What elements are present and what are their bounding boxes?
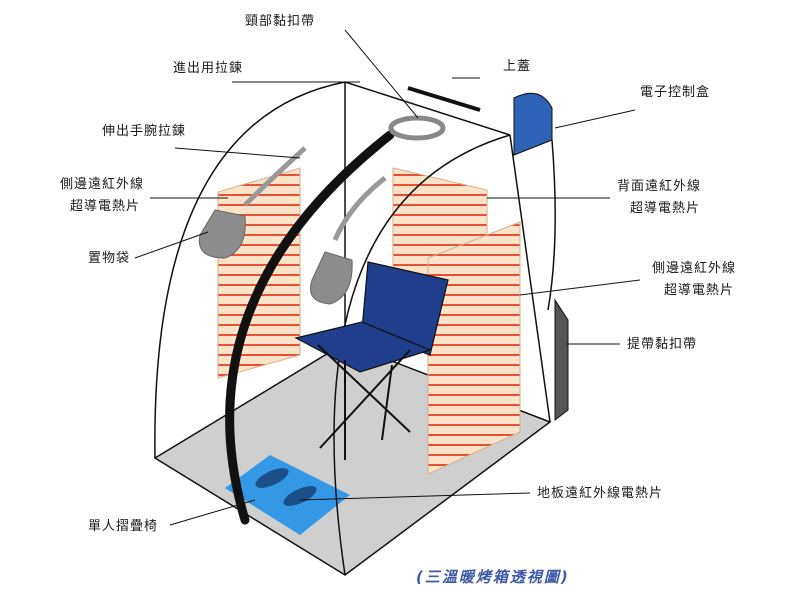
floor-heater-mat bbox=[225, 455, 350, 535]
label-handle-strap: 提帶黏扣帶 bbox=[627, 336, 697, 352]
label-entry-zipper: 進出用拉鍊 bbox=[173, 61, 243, 76]
label-arm-zipper: 伸出手腕拉鍊 bbox=[102, 123, 186, 139]
label-folding-chair: 單人摺疊椅 bbox=[88, 519, 158, 534]
label-side-heater-right-2: 超導電熱片 bbox=[664, 283, 734, 298]
label-storage-bag: 置物袋 bbox=[88, 251, 130, 266]
tent-frame bbox=[154, 81, 551, 576]
control-box[interactable] bbox=[513, 92, 556, 311]
label-back-heater-2: 超導電熱片 bbox=[630, 201, 700, 216]
folding-chair bbox=[294, 261, 449, 460]
label-side-heater-left-1: 側邊遠紅外線 bbox=[60, 176, 144, 192]
top-cover bbox=[407, 86, 481, 112]
entry-zipper[interactable] bbox=[225, 130, 395, 525]
label-side-heater-left-2: 超導電熱片 bbox=[70, 199, 140, 214]
label-control-box: 電子控制盒 bbox=[640, 84, 710, 100]
label-top-cover: 上蓋 bbox=[503, 59, 531, 74]
neck-strap[interactable] bbox=[388, 115, 446, 141]
storage-bag-left bbox=[198, 209, 246, 259]
arm-zipper-left[interactable] bbox=[243, 146, 307, 207]
diagram-caption: (三溫暖烤箱透視圖) bbox=[416, 568, 570, 586]
side-heater-left bbox=[217, 167, 301, 379]
label-back-heater-1: 背面遠紅外線 bbox=[617, 178, 701, 194]
storage-bag-right bbox=[310, 251, 353, 305]
arm-zipper-right[interactable] bbox=[332, 176, 387, 241]
label-side-heater-right-1: 側邊遠紅外線 bbox=[652, 260, 736, 276]
label-neck-strap: 頸部黏扣帶 bbox=[245, 13, 315, 29]
handle-strap[interactable] bbox=[554, 298, 569, 422]
label-floor-heater: 地板遠紅外線電熱片 bbox=[537, 485, 663, 501]
side-heater-right bbox=[427, 221, 521, 475]
